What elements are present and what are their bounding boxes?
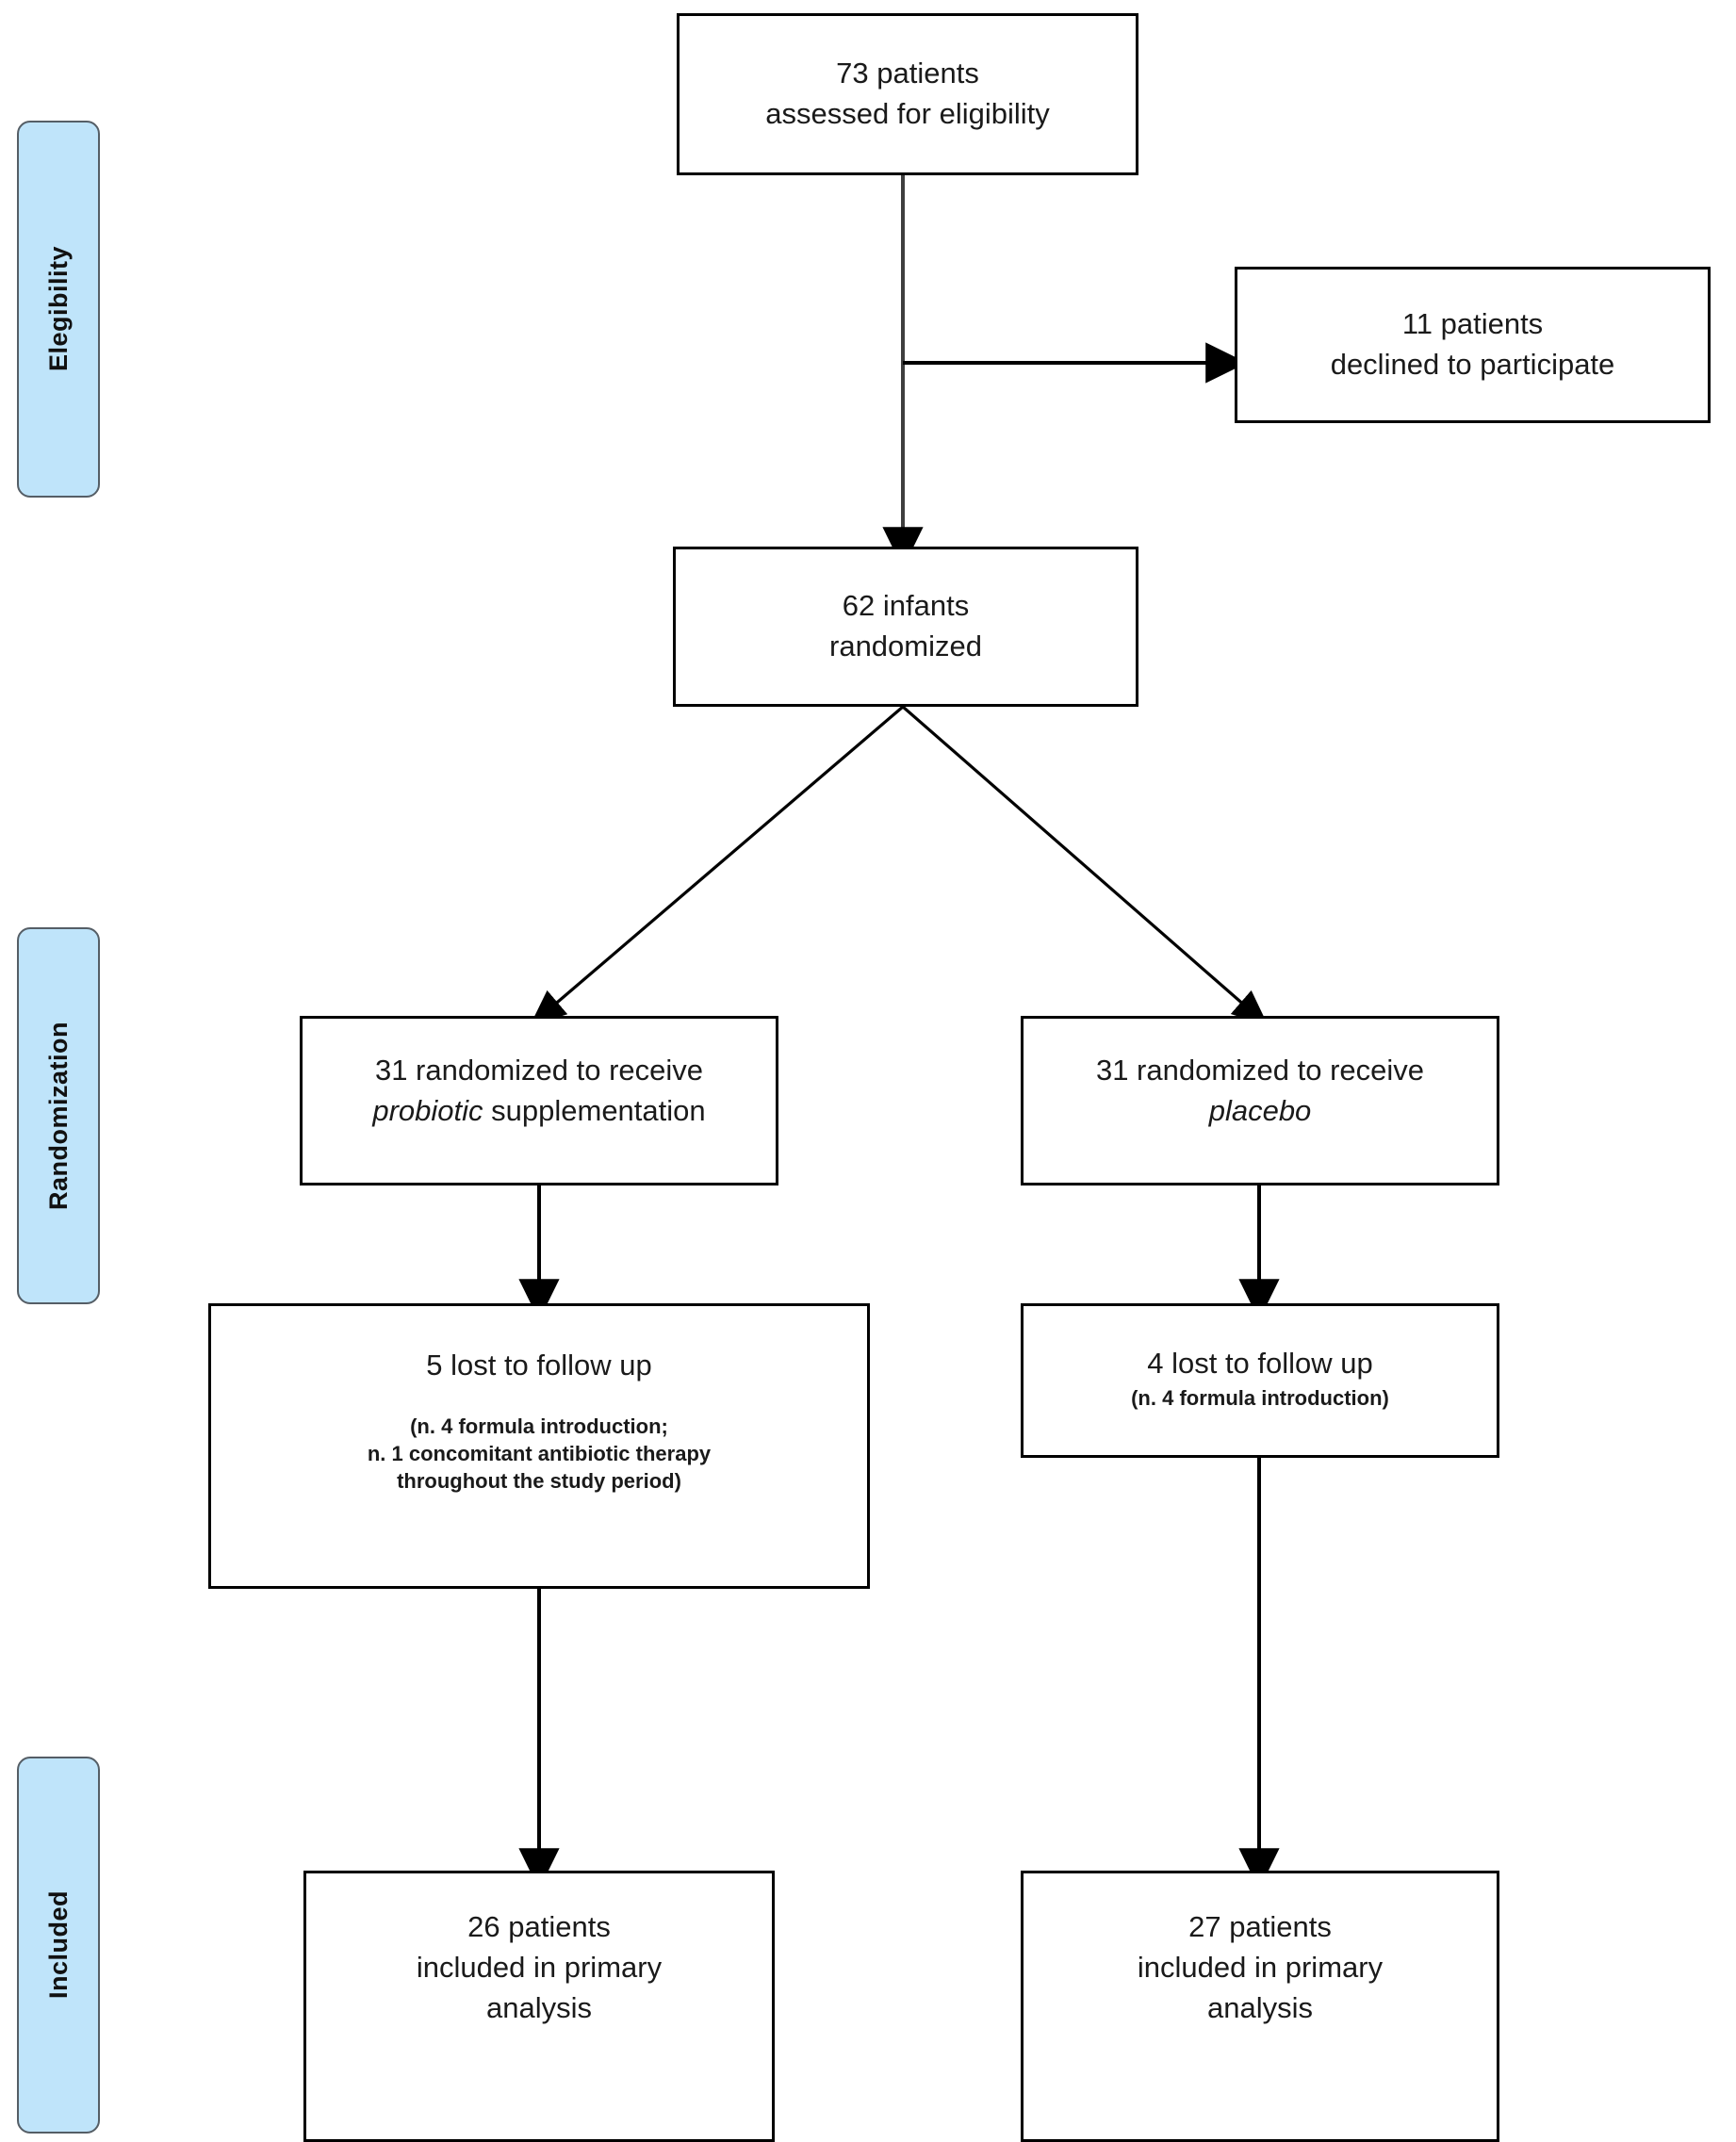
- node-lost-placebo-detail-1: (n. 4 formula introduction): [1131, 1385, 1389, 1410]
- node-analysed-placebo-line-2: included in primary: [1137, 1950, 1384, 1984]
- node-lost-placebo: 4 lost to follow up (n. 4 formula introd…: [1021, 1303, 1499, 1458]
- node-randomized-line-2: randomized: [829, 630, 982, 662]
- node-analysed-placebo: 27 patients included in primary analysis: [1021, 1871, 1499, 2142]
- node-arm-placebo: 31 randomized to receive placebo: [1021, 1016, 1499, 1185]
- node-lost-placebo-line-1: 4 lost to follow up: [1147, 1347, 1373, 1380]
- connector-randomized-to-placebo: [901, 705, 1269, 1026]
- node-analysed-probiotic-line-2: included in primary: [416, 1950, 663, 1984]
- node-assessed-line-2: assessed for eligibility: [765, 97, 1050, 130]
- stage-label-randomization-text: Randomization: [43, 1022, 73, 1210]
- connector-randomized-to-probiotic: [530, 705, 905, 1026]
- node-assessed-for-eligibility: 73 patients assessed for eligibility: [677, 13, 1138, 175]
- node-analysed-probiotic-line-3: analysis: [486, 1990, 592, 2024]
- node-lost-probiotic-detail-2: n. 1 concomitant antibiotic therapy: [367, 1441, 712, 1465]
- stage-label-eligibility: Elegibility: [17, 121, 100, 498]
- node-arm-placebo-emphasis: placebo: [1208, 1093, 1312, 1127]
- node-lost-probiotic-detail-3: throughout the study period): [397, 1468, 681, 1493]
- node-arm-probiotic-line-2-rest: supplementation: [483, 1093, 706, 1127]
- node-analysed-placebo-line-3: analysis: [1207, 1990, 1313, 2024]
- stage-label-randomization: Randomization: [17, 927, 100, 1304]
- node-analysed-placebo-line-1: 27 patients: [1188, 1910, 1332, 1943]
- node-lost-probiotic-line-1: 5 lost to follow up: [426, 1349, 652, 1382]
- stage-label-included-text: Included: [43, 1890, 73, 2000]
- stage-label-eligibility-text: Elegibility: [43, 246, 73, 372]
- node-declined-line-1: 11 patients: [1401, 307, 1544, 341]
- node-lost-probiotic-detail-1: (n. 4 formula introduction;: [410, 1414, 668, 1438]
- node-assessed-line-1: 73 patients: [836, 57, 979, 90]
- node-analysed-probiotic: 26 patients included in primary analysis: [303, 1871, 775, 2142]
- node-declined-to-participate: 11 patients declined to participate: [1235, 267, 1711, 423]
- node-arm-probiotic: 31 randomized to receive probiotic suppl…: [300, 1016, 778, 1185]
- node-arm-probiotic-line-2: probiotic supplementation: [372, 1091, 705, 1132]
- node-randomized: 62 infants randomized: [673, 547, 1138, 707]
- node-declined-line-2: declined to participate: [1330, 348, 1615, 381]
- node-lost-probiotic: 5 lost to follow up (n. 4 formula introd…: [208, 1303, 870, 1589]
- node-arm-placebo-line-1: 31 randomized to receive: [1095, 1054, 1425, 1087]
- node-arm-probiotic-line-1: 31 randomized to receive: [374, 1054, 704, 1087]
- node-arm-probiotic-emphasis: probiotic: [372, 1093, 483, 1127]
- node-randomized-line-1: 62 infants: [842, 589, 970, 623]
- node-analysed-probiotic-line-1: 26 patients: [467, 1910, 611, 1943]
- stage-label-included: Included: [17, 1757, 100, 2134]
